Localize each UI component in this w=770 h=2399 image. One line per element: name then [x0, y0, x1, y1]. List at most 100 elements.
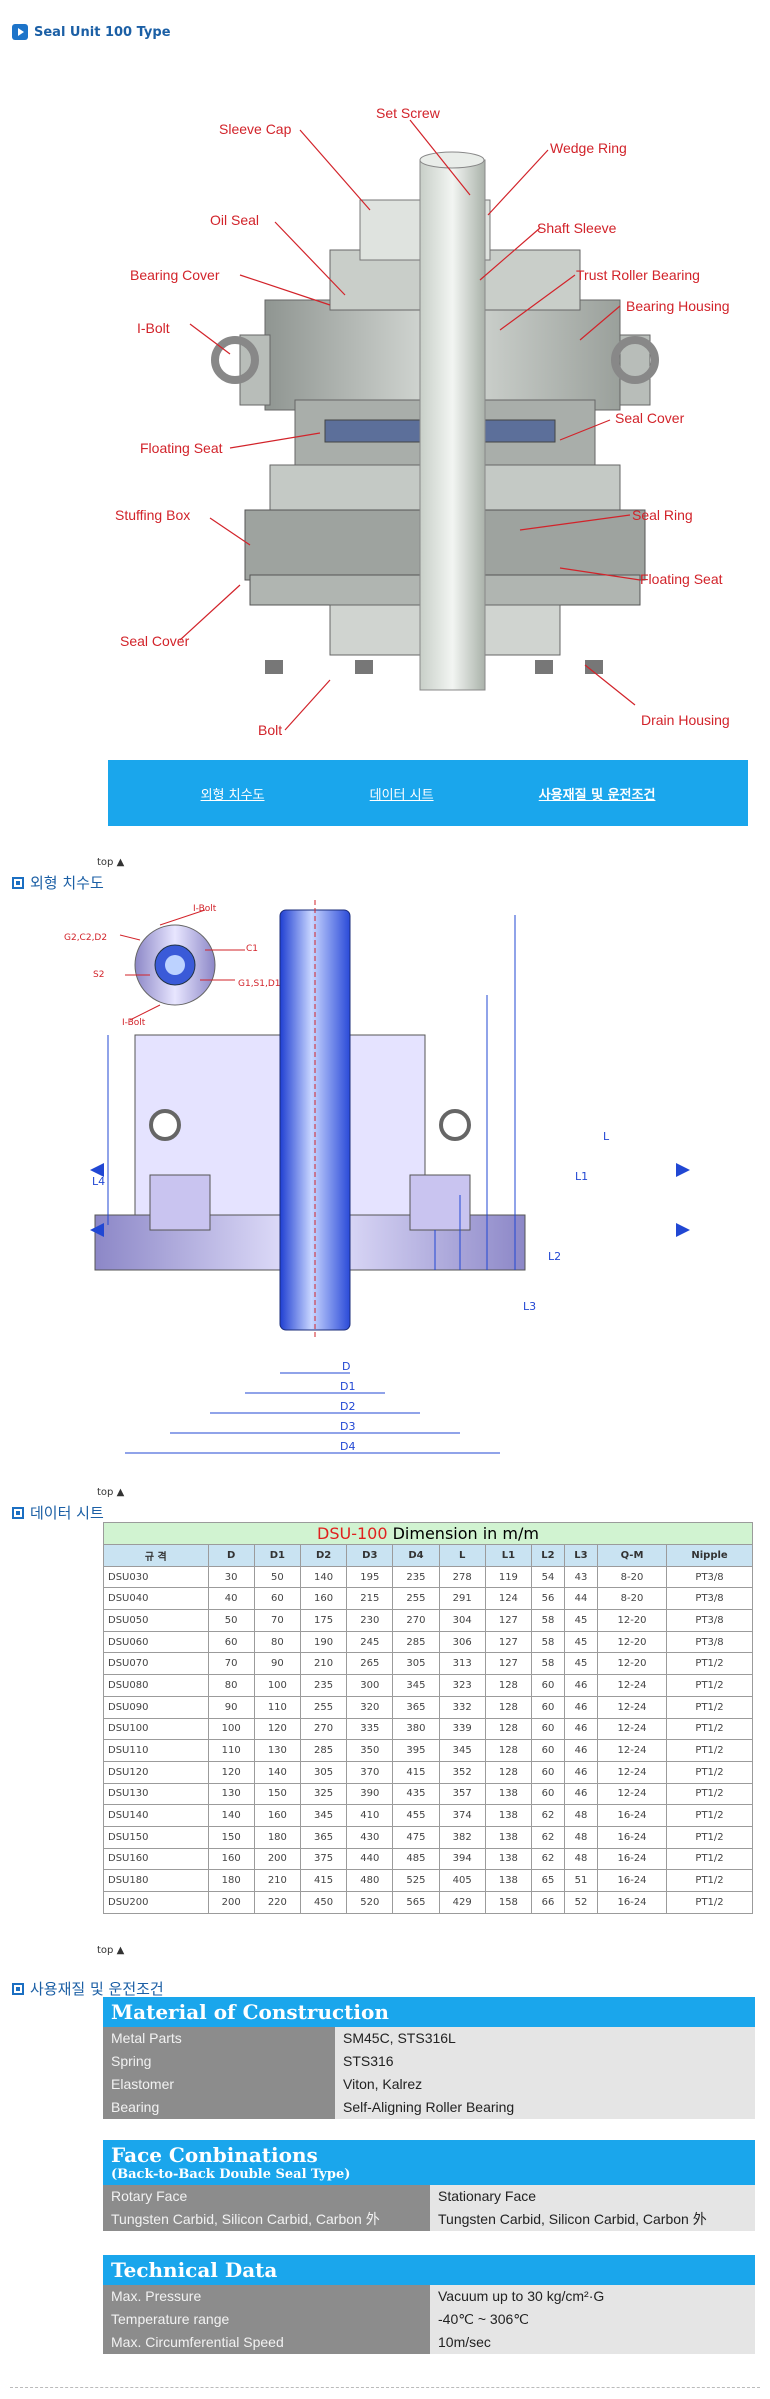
table-cell: PT1/2 [666, 1652, 753, 1676]
nav-materials-conditions[interactable]: 사용재질 및 운전조건 [538, 787, 656, 803]
table-cell: 332 [438, 1695, 486, 1719]
table-cell: DSU120 [103, 1760, 209, 1784]
table-cell: 80 [207, 1674, 255, 1697]
table-cell: 12-20 [596, 1630, 668, 1654]
table-cell: 45 [563, 1652, 598, 1676]
table-cell: 415 [392, 1760, 440, 1784]
table-cell: DSU150 [103, 1825, 209, 1849]
table-cell: 119 [484, 1565, 532, 1589]
table-header-cell: Q-M [596, 1544, 668, 1567]
table-header-cell: L3 [563, 1544, 598, 1567]
section-materials-header: 사용재질 및 운전조건 [12, 1978, 164, 1999]
table-cell: DSU100 [103, 1717, 209, 1741]
label-c1: C1 [246, 944, 259, 954]
table-cell: 58 [530, 1609, 565, 1632]
table-cell: 245 [346, 1630, 394, 1654]
spec-key: Temperature range [103, 2308, 430, 2331]
spec-value: Viton, Kalrez [335, 2073, 755, 2096]
table-cell: 357 [438, 1782, 486, 1806]
table-cell: 48 [563, 1825, 598, 1849]
table-cell: 210 [299, 1652, 348, 1676]
table-cell: 80 [253, 1630, 301, 1654]
table-cell: PT1/2 [666, 1825, 753, 1849]
table-cell: 565 [392, 1891, 440, 1914]
spec-value: STS316 [335, 2050, 755, 2073]
callout-seal-cover-right: Seal Cover [615, 410, 685, 426]
seal-assembly-illustration [179, 119, 659, 731]
table-cell: 335 [346, 1717, 394, 1741]
table-cell: 180 [207, 1869, 255, 1892]
table-cell: 345 [299, 1804, 348, 1827]
table-cell: PT3/8 [666, 1587, 753, 1611]
spec-value: Vacuum up to 30 kg/cm²·G [430, 2285, 755, 2308]
top-link-2[interactable]: top ▲ [97, 1487, 125, 1498]
callout-bearing-cover: Bearing Cover [130, 267, 220, 283]
label-g1s1d1: G1,S1,D1 [238, 979, 281, 989]
label-D2: D2 [340, 1400, 356, 1413]
play-arrow-icon [12, 24, 28, 40]
table-cell: 60 [253, 1587, 301, 1611]
table-cell: 285 [392, 1630, 440, 1654]
table-cell: PT1/2 [666, 1717, 753, 1741]
face-subtitle: (Back-to-Back Double Seal Type) [111, 2167, 351, 2182]
spec-value: Stationary Face [430, 2185, 755, 2208]
table-cell: 128 [484, 1674, 532, 1697]
nav-datasheet[interactable]: 데이터 시트 [369, 787, 434, 803]
table-cell: 100 [207, 1717, 255, 1741]
table-cell: 405 [438, 1869, 486, 1892]
table-cell: 210 [253, 1869, 301, 1892]
section-outline-title: 외형 치수도 [30, 874, 104, 892]
label-L1: L1 [575, 1170, 589, 1183]
nav-outline-dimensions[interactable]: 외형 치수도 [200, 787, 265, 803]
spec-value: SM45C, STS316L [335, 2027, 755, 2050]
table-cell: 43 [563, 1565, 598, 1589]
table-cell: 130 [207, 1782, 255, 1806]
table-cell: 382 [438, 1825, 486, 1849]
footer-divider [10, 2387, 760, 2388]
table-cell: 350 [346, 1739, 394, 1762]
callout-oil-seal: Oil Seal [210, 212, 260, 228]
table-cell: 455 [392, 1804, 440, 1827]
spec-value: Self-Aligning Roller Bearing [335, 2096, 755, 2119]
table-cell: 255 [299, 1695, 348, 1719]
table-cell: 110 [253, 1695, 301, 1719]
spec-key: Metal Parts [103, 2027, 335, 2050]
label-L: L [603, 1130, 610, 1143]
section-bullet-icon [12, 1982, 24, 1995]
table-cell: 46 [563, 1760, 598, 1784]
table-header-cell: L [438, 1544, 486, 1567]
caption-rest: Dimension in m/m [387, 1524, 539, 1543]
table-cell: 60 [530, 1760, 565, 1784]
table-cell: 345 [392, 1674, 440, 1697]
callout-seal-cover-left: Seal Cover [120, 633, 190, 649]
table-cell: 323 [438, 1674, 486, 1697]
table-cell: 365 [299, 1825, 348, 1849]
table-cell: 8-20 [596, 1587, 668, 1611]
top-link-3[interactable]: top ▲ [97, 1945, 125, 1956]
table-cell: PT1/2 [666, 1760, 753, 1784]
table-cell: 62 [530, 1847, 565, 1871]
table-cell: 48 [563, 1804, 598, 1827]
table-cell: 16-24 [596, 1804, 668, 1827]
table-cell: DSU140 [103, 1804, 209, 1827]
table-cell: DSU060 [103, 1630, 209, 1654]
spec-key: Spring [103, 2050, 335, 2073]
table-cell: 12-24 [596, 1717, 668, 1741]
top-link-1[interactable]: top ▲ [97, 857, 125, 868]
outline-dimension-drawing [90, 900, 690, 1454]
table-cell: 220 [253, 1891, 301, 1914]
table-cell: 215 [346, 1587, 394, 1611]
table-cell: 44 [563, 1587, 598, 1611]
spec-value: 10m/sec [430, 2331, 755, 2354]
callout-i-bolt: I-Bolt [137, 320, 170, 336]
table-cell: 138 [484, 1825, 532, 1849]
table-header-cell: D3 [346, 1544, 394, 1567]
callout-bearing-housing: Bearing Housing [626, 298, 730, 314]
table-cell: 320 [346, 1695, 394, 1719]
